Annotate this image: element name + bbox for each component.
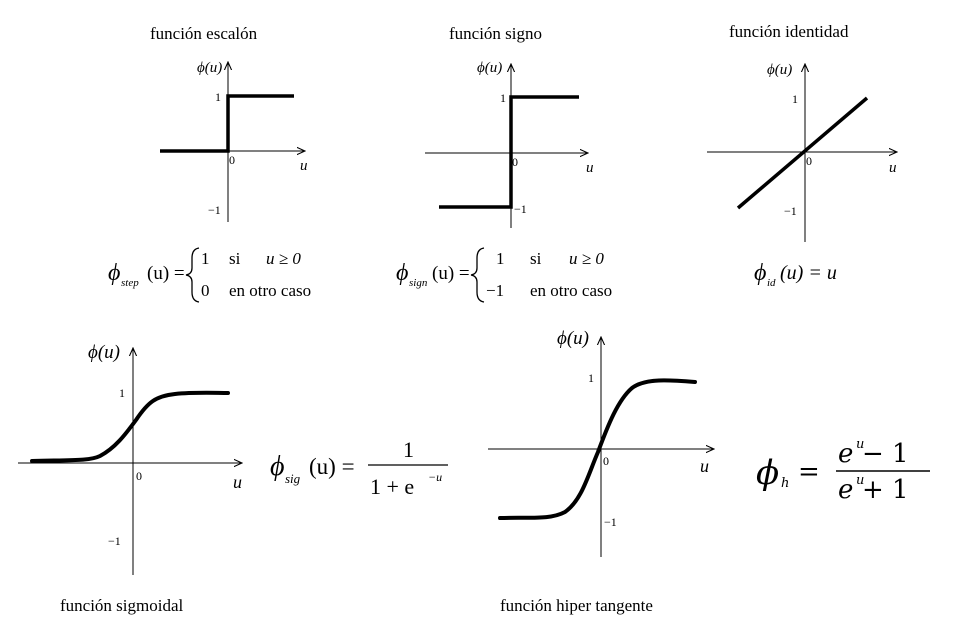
sigmoid-formula-exponent: −u [428, 470, 442, 484]
sigmoid-tick-minus-one: −1 [108, 534, 121, 548]
step-case2-value: 0 [201, 281, 210, 300]
tanh-den-exponent: u [856, 473, 864, 488]
sign-case1-value: 1 [496, 249, 505, 268]
step-formula-lhs: (u) = [147, 263, 185, 284]
tanh-plot: ϕ(u) u 1 0 −1 [488, 328, 714, 557]
sigmoid-formula-denominator: 1 + e [370, 474, 414, 499]
title-identity-function: función identidad [729, 22, 849, 41]
tanh-den-base: e [838, 475, 853, 505]
sigmoid-x-label: u [233, 472, 242, 492]
title-tanh-function: función hiper tangente [500, 596, 653, 615]
step-tick-minus-one: −1 [208, 203, 221, 217]
sign-tick-minus-one: −1 [514, 202, 527, 216]
identity-x-label: u [889, 160, 897, 176]
sigmoid-plot: ϕ(u) u 1 0 −1 [18, 342, 242, 575]
tanh-curve [498, 378, 697, 520]
sign-y-label: ϕ(u) [477, 60, 502, 76]
title-sign-function: función signo [449, 24, 543, 43]
sign-tick-zero: 0 [512, 155, 518, 169]
tanh-tick-one: 1 [588, 371, 594, 385]
step-tick-zero: 0 [229, 153, 235, 167]
step-formula-phi: ϕ [108, 260, 120, 286]
sign-case2-word: en otro caso [530, 281, 612, 300]
identity-tick-zero: 0 [806, 154, 812, 168]
title-step-function: función escalón [150, 24, 258, 43]
step-tick-one: 1 [215, 90, 221, 104]
sign-case1-word: si [530, 249, 542, 268]
sigmoid-curve [30, 390, 230, 463]
tanh-num-base: e [838, 439, 853, 469]
tanh-x-label: u [700, 456, 709, 476]
sign-formula-lhs: (u) = [432, 263, 470, 284]
identity-formula: ϕ id (u) = u [754, 260, 837, 289]
sigmoid-formula-phi: ϕ [270, 451, 285, 482]
identity-tick-one: 1 [792, 92, 798, 106]
tanh-formula-equals: = [798, 457, 820, 487]
sign-formula-brace [470, 247, 485, 303]
step-case1-condition: u ≥ 0 [266, 249, 301, 268]
sign-curve [439, 95, 579, 209]
sign-tick-one: 1 [500, 91, 506, 105]
sign-formula: ϕ sign (u) = 1 si u ≥ 0 −1 en otro caso [396, 247, 612, 303]
sigmoid-tick-one: 1 [119, 386, 125, 400]
tanh-y-label: ϕ(u) [557, 328, 589, 349]
sign-formula-phi: ϕ [396, 260, 408, 286]
identity-tick-minus-one: −1 [784, 204, 797, 218]
step-formula: ϕ step (u) = 1 si u ≥ 0 0 en otro caso [108, 247, 311, 303]
step-case2-word: en otro caso [229, 281, 311, 300]
identity-curve [736, 96, 869, 210]
tanh-num-rest: − 1 [862, 439, 909, 469]
sigmoid-y-label: ϕ(u) [88, 342, 120, 363]
tanh-den-rest: + 1 [862, 475, 909, 505]
tanh-num-exponent: u [856, 437, 864, 452]
sign-case2-value: −1 [486, 281, 504, 300]
identity-formula-rhs: (u) = u [780, 262, 837, 284]
identity-formula-phi: ϕ [754, 260, 766, 286]
sign-plot: ϕ(u) u 1 0 −1 [425, 60, 594, 228]
sigmoid-tick-zero: 0 [136, 469, 142, 483]
identity-plot: ϕ(u) u 1 0 −1 [707, 62, 897, 242]
identity-y-label: ϕ(u) [767, 62, 792, 78]
step-case1-value: 1 [201, 249, 210, 268]
tanh-formula: ϕ h = e u − 1 e u + 1 [756, 437, 930, 505]
identity-formula-subscript: id [767, 277, 776, 289]
sigmoid-formula: ϕ sig (u) = 1 1 + e −u [270, 437, 448, 499]
title-sigmoid-function: función sigmoidal [60, 596, 184, 615]
sigmoid-formula-numerator: 1 [403, 437, 414, 462]
tanh-tick-zero: 0 [603, 454, 609, 468]
step-y-label: ϕ(u) [197, 60, 222, 76]
step-x-label: u [300, 158, 308, 174]
step-case1-word: si [229, 249, 241, 268]
sigmoid-formula-subscript: sig [285, 471, 301, 486]
sign-x-label: u [586, 160, 594, 176]
step-formula-brace [185, 247, 200, 303]
step-plot: ϕ(u) u 1 0 −1 [160, 60, 308, 222]
tanh-formula-subscript: h [781, 476, 789, 491]
tanh-tick-minus-one: −1 [604, 515, 617, 529]
sign-formula-subscript: sign [409, 277, 428, 289]
sign-case1-condition: u ≥ 0 [569, 249, 604, 268]
step-curve [160, 94, 294, 153]
step-formula-subscript: step [121, 277, 139, 289]
sigmoid-formula-lhs: (u) = [309, 454, 355, 479]
tanh-formula-phi: ϕ [756, 453, 779, 493]
